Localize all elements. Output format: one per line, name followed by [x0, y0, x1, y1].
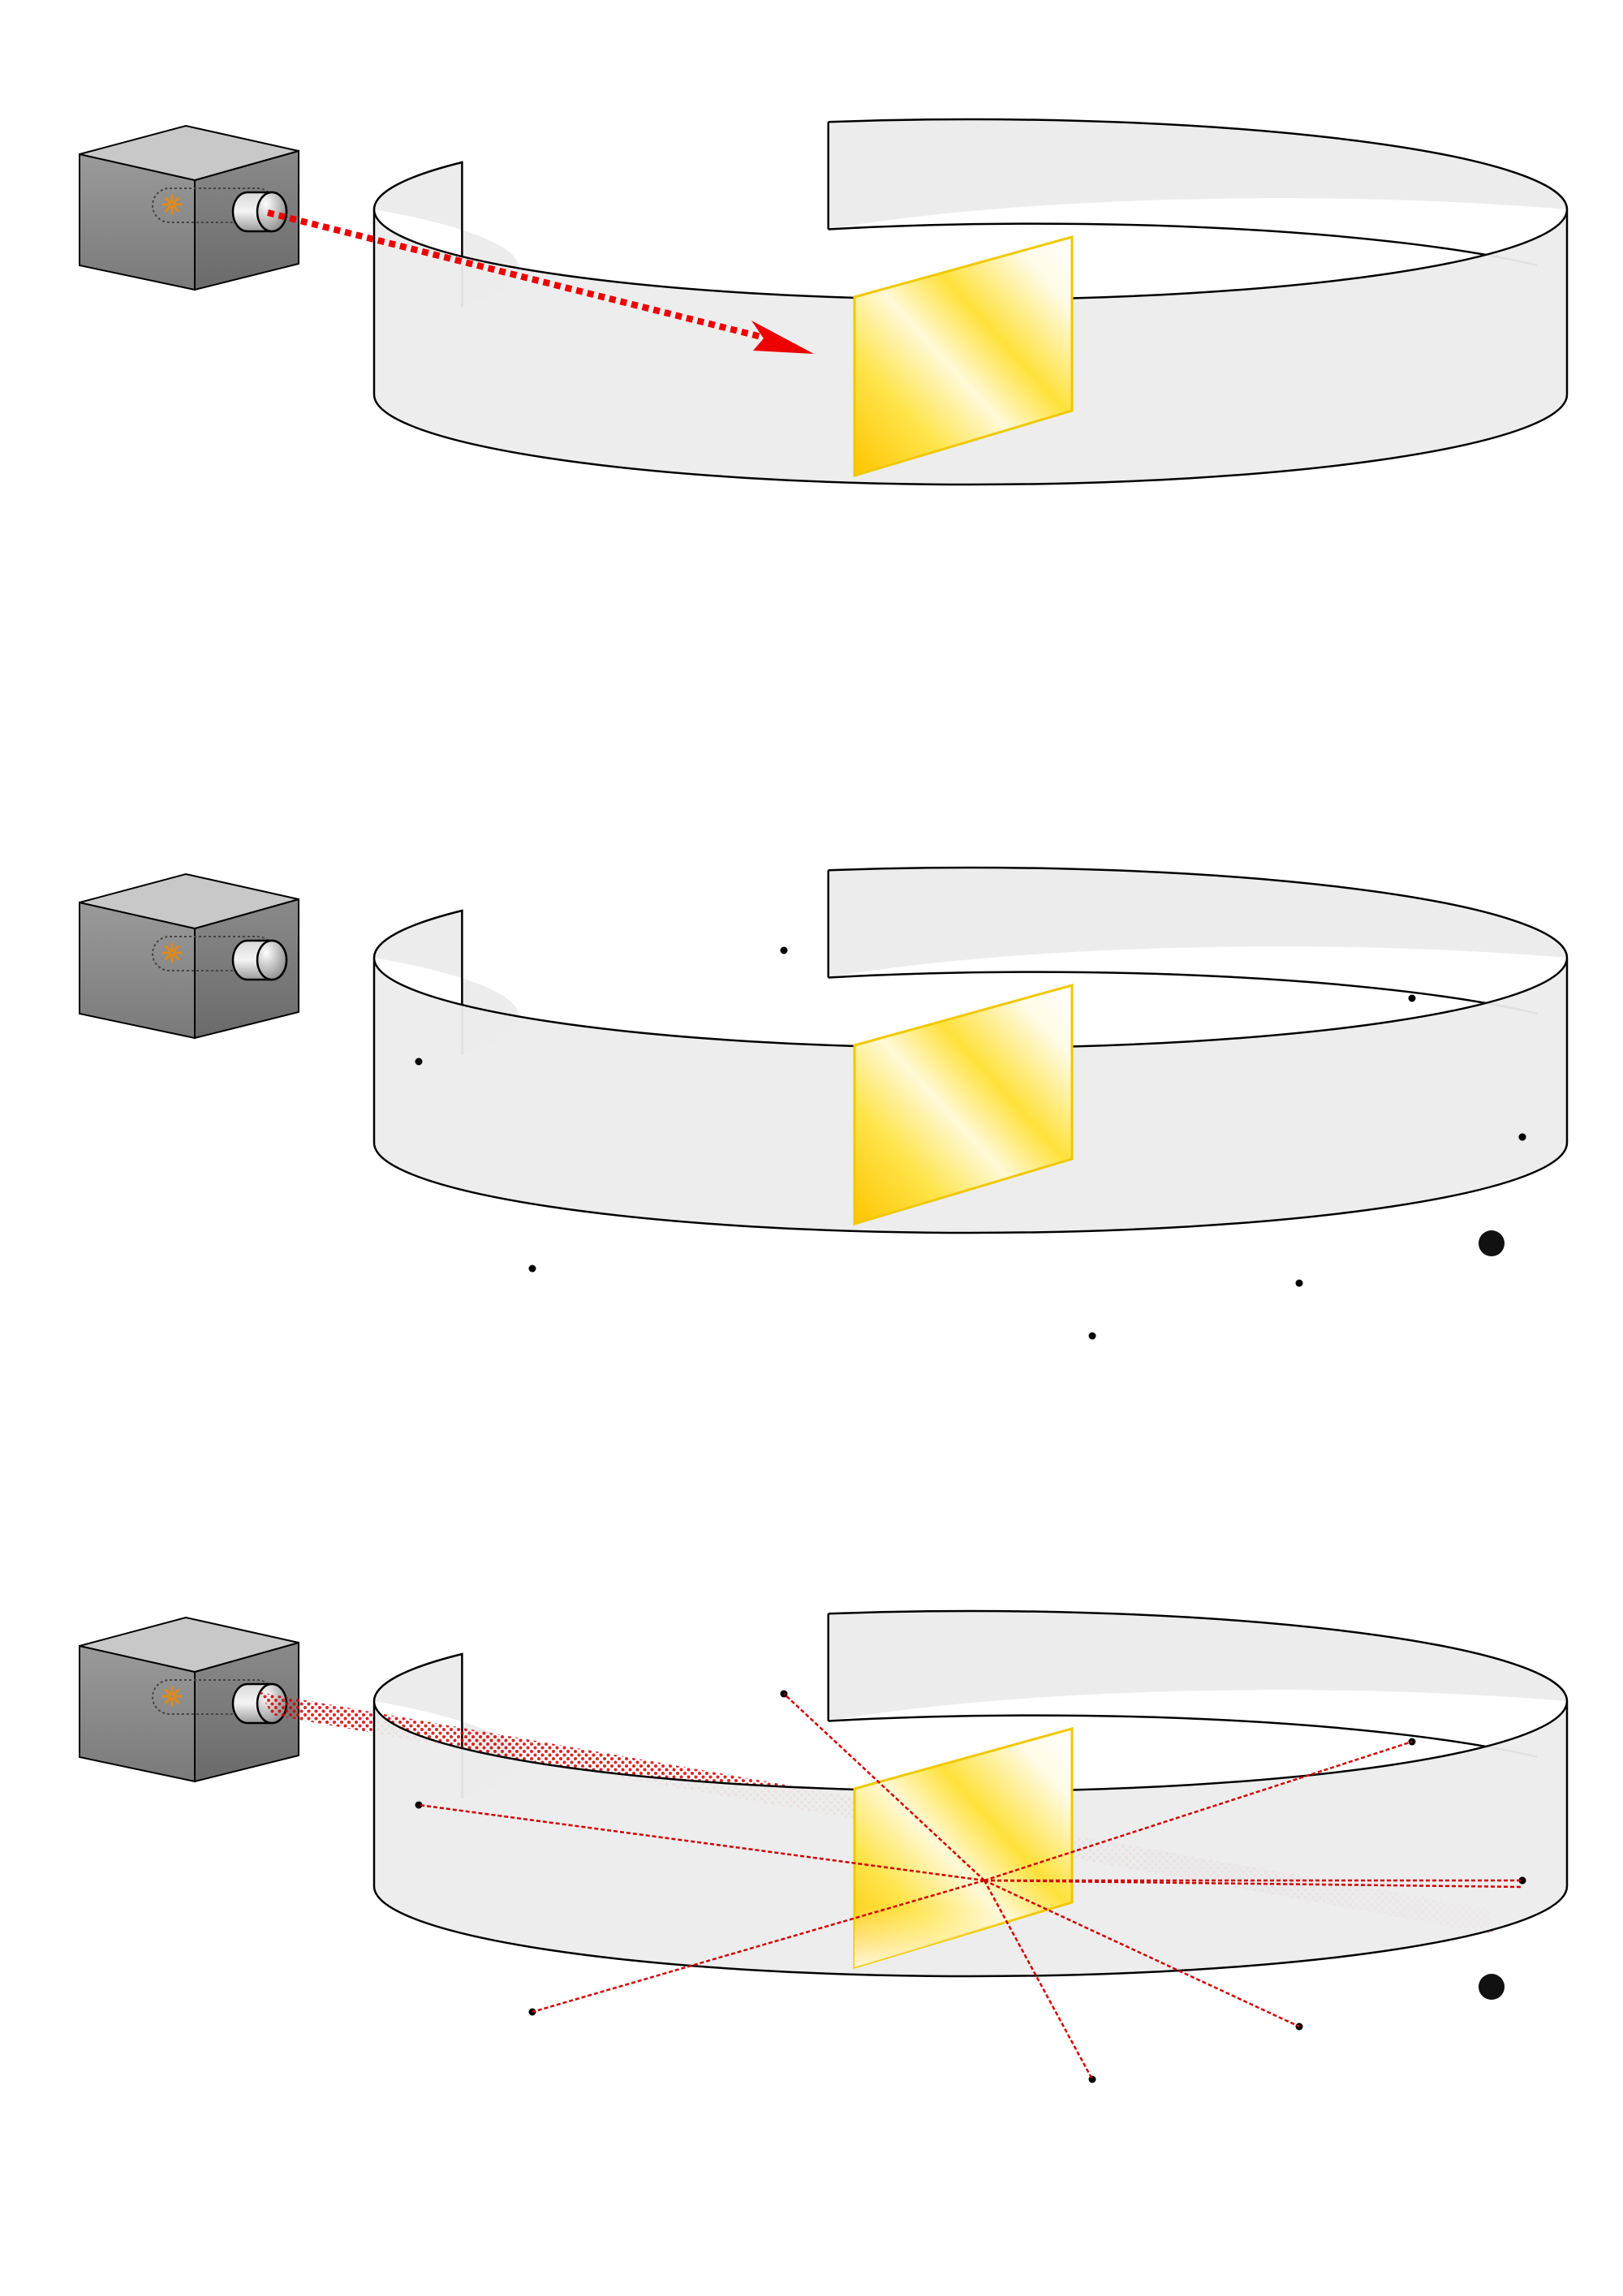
- source-ray: [164, 1696, 172, 1704]
- source-ray: [172, 1688, 180, 1696]
- source-ray: [164, 945, 172, 953]
- screen-slit-edge-left: [372, 161, 463, 307]
- scintillation-dot: [1088, 1332, 1096, 1340]
- scintillation-dot: [528, 1264, 536, 1273]
- scintillation-dot: [780, 946, 788, 954]
- deflection-line: [984, 1879, 1300, 2028]
- scintillation-dot: [415, 1801, 423, 1809]
- screen-slit-edge-left: [372, 1652, 463, 1798]
- scintillation-marks: [415, 1690, 1526, 2083]
- scintillation-dot: [415, 1058, 423, 1066]
- source-ray: [172, 953, 180, 961]
- undeflected-impact-spot: [1479, 1230, 1505, 1256]
- gold-foil: [853, 1727, 1074, 1970]
- source-ray: [172, 945, 180, 953]
- radioactive-source-box: [79, 1616, 299, 1783]
- deflection-line: [532, 1879, 985, 2014]
- alpha-particle-path: [267, 209, 814, 354]
- screen-back-wall: [828, 119, 1567, 230]
- scintillation-dot: [1518, 1133, 1526, 1141]
- screen-inner-bottom-edge: [828, 1714, 1538, 1759]
- gold-foil-fade: [855, 1729, 1072, 1967]
- radioactive-source-box: [79, 872, 299, 1040]
- box-top-face: [79, 124, 299, 182]
- gold-foil-sheet: [853, 235, 1074, 478]
- panel-1: [79, 118, 1569, 486]
- deflection-line: [418, 1803, 985, 1882]
- deflection-line: [984, 1879, 1523, 1889]
- source-ray: [172, 205, 180, 213]
- undeflected-impact-spot: [1479, 1974, 1505, 2000]
- beam-arrowhead: [751, 321, 814, 354]
- source-ray: [172, 196, 180, 205]
- source-ray: [164, 1688, 172, 1696]
- panel-3: [79, 1609, 1569, 2083]
- deflection-line: [984, 1740, 1413, 1882]
- screen-top-rim-back: [828, 1609, 1569, 1702]
- scintillation-dot: [1408, 994, 1416, 1002]
- source-ray: [164, 196, 172, 205]
- source-ray: [164, 205, 172, 213]
- deflection-lines: [418, 1693, 1523, 2080]
- screen-top-rim-back: [828, 118, 1569, 210]
- box-top-face: [79, 872, 299, 930]
- deflection-line: [783, 1693, 985, 1881]
- gold-foil: [853, 235, 1074, 478]
- radioactive-source-box: [79, 124, 299, 291]
- box-top-face: [79, 1616, 299, 1674]
- source-ray: [172, 1696, 180, 1704]
- scintillation-marks: [415, 946, 1526, 1340]
- source-ray: [164, 953, 172, 961]
- screen-top-rim-back: [828, 866, 1569, 958]
- deflection-line: [983, 1880, 1094, 2080]
- radioactive-source-icon: [161, 942, 183, 963]
- screen-back-wall: [828, 868, 1567, 978]
- collimator-opening: [256, 939, 288, 981]
- panel-2: [79, 866, 1569, 1340]
- radioactive-source-icon: [161, 194, 183, 215]
- gold-foil-sheet: [853, 984, 1074, 1226]
- gold-foil: [853, 984, 1074, 1226]
- screen-inner-bottom-edge: [828, 971, 1538, 1015]
- screen-slit-edge-left: [372, 909, 463, 1055]
- screen-inner-bottom-edge: [828, 222, 1538, 267]
- scintillation-dot: [1518, 1876, 1526, 1885]
- screen-back-wall: [828, 1611, 1567, 1721]
- radioactive-source-icon: [161, 1686, 183, 1707]
- scintillation-dot: [1295, 1279, 1303, 1287]
- beam-dotted-line: [267, 209, 772, 342]
